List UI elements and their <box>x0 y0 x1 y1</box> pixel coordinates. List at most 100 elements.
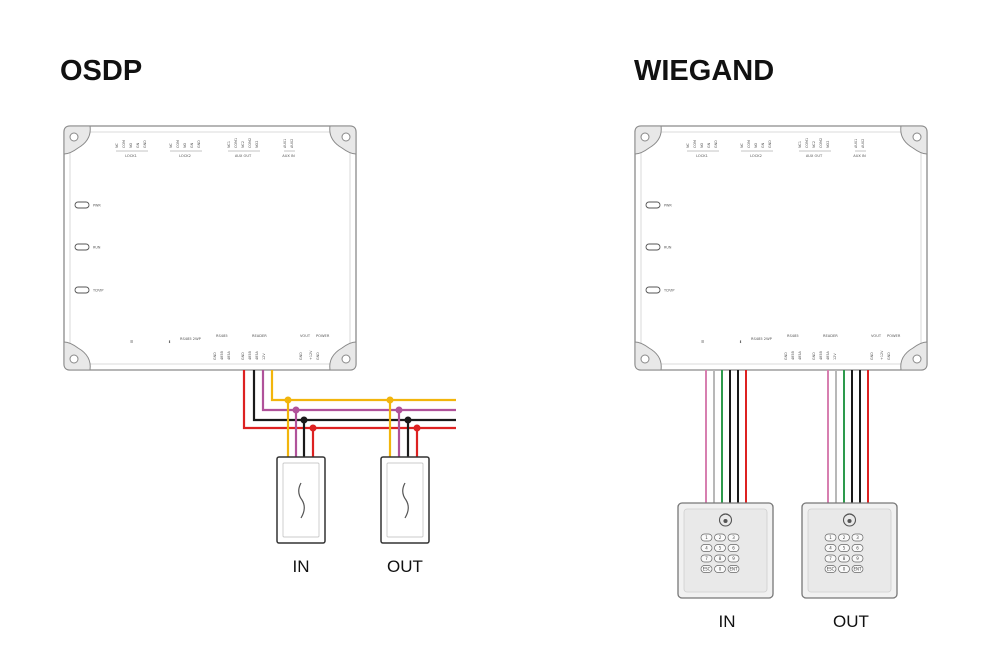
wiegand-top-group-label: LOCK2 <box>750 154 762 158</box>
wiegand-top-pin: NO <box>700 142 704 148</box>
osdp-bottom-pin: 12V <box>262 353 266 360</box>
keypad-key-label: 8 <box>843 556 846 561</box>
keypad-key-label: 1 <box>829 535 832 540</box>
wiegand-reader-out-label: OUT <box>833 612 869 631</box>
osdp-top-pin: COM2 <box>248 138 252 148</box>
osdp-bottom-label: READER <box>252 334 267 338</box>
wiegand-top-pin: COM2 <box>819 138 823 148</box>
keypad-key <box>851 544 864 552</box>
wiegand-usb-icon: ⬍ <box>739 340 742 344</box>
wiegand-bottom-label: POWER <box>887 334 901 338</box>
wiegand-top-group-label: LOCK1 <box>696 154 708 158</box>
keypad-key <box>700 554 713 563</box>
osdp-top-pin: COM1 <box>234 138 238 148</box>
osdp-bottom-label: POWER <box>316 334 330 338</box>
contactless-icon <box>298 482 305 519</box>
wiegand-title: WIEGAND <box>634 55 774 87</box>
keypad-key-label: 0 <box>719 567 722 572</box>
wiegand-led <box>645 286 661 294</box>
keypad-key-label: 9 <box>732 556 735 561</box>
osdp-bottom-pin: +12V <box>309 350 313 360</box>
keypad-key <box>727 544 740 552</box>
contactless-icon <box>402 482 409 519</box>
osdp-controller-inner <box>69 131 351 365</box>
wiegand-reader-in-label: IN <box>719 612 736 631</box>
wiegand-corner-mounts <box>634 125 928 371</box>
osdp-bottom-pin: 485A <box>227 351 231 360</box>
osdp-top-group-label: AUX OUT <box>235 154 252 158</box>
osdp-controller-body <box>63 125 357 371</box>
osdp-top-pin: GN <box>136 142 140 148</box>
keypad-key-label: 8 <box>719 556 722 561</box>
osdp-top-pin: COM <box>176 140 180 148</box>
osdp-top-pin: GND <box>197 140 201 148</box>
keypad-key <box>838 533 850 542</box>
wiegand-controller-inner <box>640 131 922 365</box>
wiegand-bottom-pin: +12V <box>880 350 884 360</box>
osdp-top-pin: NO <box>183 142 187 148</box>
wiegand-bottom-label: VOUT <box>871 334 882 338</box>
osdp-top-pin: AUX1 <box>283 139 287 148</box>
keypad-key-label: 6 <box>856 546 859 551</box>
contactless-icon <box>718 513 733 527</box>
wiegand-bottom-pin: 485B <box>791 351 795 360</box>
wiegand-bottom-label: RS485 2WP <box>751 337 773 341</box>
keypad-key-label: 0 <box>843 567 846 572</box>
contactless-icon <box>842 513 857 527</box>
wiegand-wires-in <box>705 370 747 503</box>
keypad-key-label: 3 <box>732 535 735 540</box>
wiegand-led <box>645 201 661 209</box>
keypad-key-label: 5 <box>843 546 846 551</box>
wiegand-top-pin: NO <box>754 142 758 148</box>
osdp-bottom-label: RS485 2WP <box>180 337 202 341</box>
osdp-reader-in-body <box>276 456 326 544</box>
osdp-bottom-pin: 485B <box>248 351 252 360</box>
wiegand-top-pin: NC <box>686 142 690 148</box>
keypad-key <box>700 544 713 552</box>
keypad-key-label: 3 <box>856 535 859 540</box>
wiegand-top-pin: NC2 <box>812 141 816 148</box>
wiegand-bottom-pin: GND <box>784 352 788 360</box>
keypad-key <box>714 565 726 573</box>
osdp-top-pin: NC1 <box>227 141 231 148</box>
wiegand-bottom-pin: 12V <box>833 353 837 360</box>
wiegand-top-pin: NC <box>740 142 744 148</box>
osdp-top-pin: GND <box>143 140 147 148</box>
osdp-bottom-pin: GND <box>213 352 217 360</box>
keypad-key <box>851 565 864 573</box>
keypad-key <box>838 565 850 573</box>
keypad-key-label: ENT <box>854 567 863 572</box>
osdp-top-pin: COM <box>122 140 126 148</box>
osdp-led <box>74 286 90 294</box>
osdp-top-pin: NC2 <box>241 141 245 148</box>
osdp-corner-mounts <box>63 125 357 371</box>
keypad-key <box>824 554 837 563</box>
keypad-key <box>714 544 726 552</box>
wiegand-top-pin: GND <box>714 140 718 148</box>
osdp-top-pin: NO2 <box>255 141 259 148</box>
osdp-led-label: PWR <box>93 203 101 207</box>
wiegand-wires-out <box>827 370 869 503</box>
keypad-key <box>824 565 837 573</box>
osdp-top-pin: NC <box>169 142 173 148</box>
wiegand-top-pin: AUX2 <box>861 139 865 148</box>
osdp-top-group-label: LOCK1 <box>125 154 137 158</box>
keypad-key-label: 2 <box>719 535 722 540</box>
wiegand-bottom-pin: 485A <box>798 351 802 360</box>
wiegand-top-pin: GN <box>707 142 711 148</box>
osdp-led <box>74 201 90 209</box>
osdp-bottom-pin: GND <box>241 352 245 360</box>
wiegand-top-group-label: AUX IN <box>853 154 866 158</box>
keypad-key <box>727 565 740 573</box>
keypad-key-label: 5 <box>719 546 722 551</box>
osdp-reader-out-label: OUT <box>387 557 423 576</box>
wiegand-top-pin: COM <box>747 140 751 148</box>
